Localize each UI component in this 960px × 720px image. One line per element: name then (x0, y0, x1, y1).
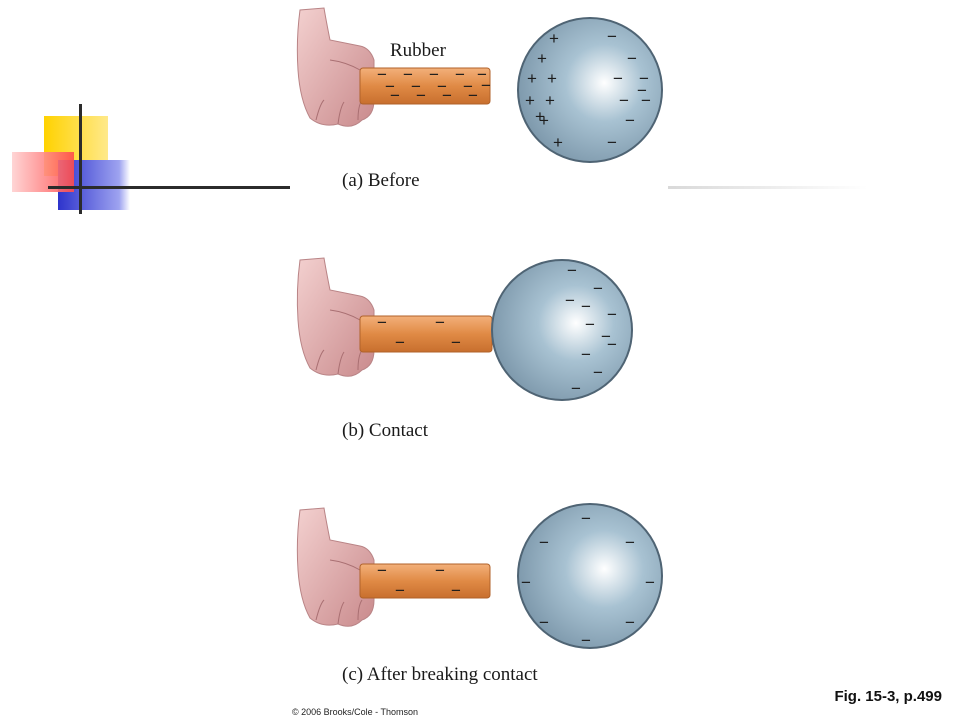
charge-symbol: + (547, 69, 557, 88)
charge-symbol: − (607, 27, 617, 46)
charge-symbol: − (641, 91, 651, 110)
charge-symbol: − (581, 345, 591, 364)
charge-symbol: − (581, 631, 591, 650)
charge-symbol: − (539, 613, 549, 632)
charge-symbol: − (377, 65, 387, 84)
charge-symbol: − (437, 77, 447, 96)
charge-symbol: − (390, 86, 400, 105)
charge-symbols: −−−−−−−−−−−− (377, 509, 655, 650)
caption-before: (a) Before (342, 170, 420, 191)
charge-symbol: − (567, 261, 577, 280)
charge-symbol: − (637, 81, 647, 100)
charge-symbol: − (625, 111, 635, 130)
caption-contact: (b) Contact (342, 420, 429, 441)
charge-symbol: − (435, 561, 445, 580)
rubber-rod (359, 563, 491, 599)
charge-symbol: − (477, 65, 487, 84)
metal-sphere (491, 259, 633, 401)
panel-contact: −−−−−−−−−−−−−−− (b) Contact (290, 250, 690, 450)
hand-illustration (296, 507, 375, 627)
rubber-rod (359, 67, 491, 105)
charge-symbol: − (395, 333, 405, 352)
panel-before-graphic: −−−−−−−−−−−−−−+++++++++−−−−−−−−− (296, 7, 663, 163)
charge-symbol: − (585, 315, 595, 334)
charge-symbol: − (645, 573, 655, 592)
charge-symbol: − (403, 65, 413, 84)
panel-before: −−−−−−−−−−−−−−+++++++++−−−−−−−−− Rubber … (290, 0, 690, 200)
figure-reference: Fig. 15-3, p.499 (834, 688, 942, 705)
charge-symbol: − (429, 65, 439, 84)
charge-symbol: − (416, 86, 426, 105)
rod-label: Rubber (390, 40, 446, 61)
charge-symbol: − (451, 333, 461, 352)
charge-symbol: − (627, 49, 637, 68)
charge-symbol: − (377, 313, 387, 332)
charge-symbol: + (527, 69, 537, 88)
charge-symbol: + (545, 91, 555, 110)
charge-symbol: − (442, 86, 452, 105)
charge-symbol: + (549, 29, 559, 48)
panel-after-graphic: −−−−−−−−−−−− (296, 503, 663, 650)
charge-symbol: − (565, 291, 575, 310)
charge-symbol: − (639, 69, 649, 88)
charge-symbol: + (525, 91, 535, 110)
charge-symbol: + (537, 49, 547, 68)
charge-symbol: − (601, 327, 611, 346)
accent-vertical-line (79, 104, 82, 214)
charge-symbol: − (411, 77, 421, 96)
hand-illustration (296, 257, 375, 377)
charge-symbol: − (463, 77, 473, 96)
copyright-notice: © 2006 Brooks/Cole - Thomson (292, 707, 419, 717)
charge-symbols: −−−−−−−−−−−−−−− (377, 261, 617, 398)
hand-illustration (296, 7, 375, 127)
metal-sphere (517, 503, 663, 649)
charge-symbol: − (619, 91, 629, 110)
charge-symbol: + (535, 107, 545, 126)
panel-after: −−−−−−−−−−−− (c) After breaking contact (290, 500, 690, 700)
charge-symbol: − (435, 313, 445, 332)
charge-symbol: − (455, 65, 465, 84)
charge-symbol: − (571, 379, 581, 398)
charge-symbol: − (581, 297, 591, 316)
charge-symbol: − (607, 305, 617, 324)
charge-symbol: − (451, 581, 461, 600)
charge-symbol: − (613, 69, 623, 88)
charge-symbol: + (553, 133, 563, 152)
accent-red-square (12, 152, 74, 192)
charge-symbol: − (539, 533, 549, 552)
charge-symbol: − (593, 279, 603, 298)
charge-symbol: + (539, 111, 549, 130)
metal-sphere (517, 17, 663, 163)
accent-horizontal-line (48, 186, 290, 189)
panel-contact-graphic: −−−−−−−−−−−−−−− (296, 257, 633, 401)
charge-symbols: −−−−−−−−−−−−−−+++++++++−−−−−−−−− (377, 27, 651, 152)
charge-symbol: − (607, 133, 617, 152)
charge-symbol: − (395, 581, 405, 600)
charge-symbol: − (581, 509, 591, 528)
charge-symbol: − (468, 86, 478, 105)
charge-symbol: − (593, 363, 603, 382)
charge-symbol: − (481, 76, 491, 95)
charge-symbol: − (625, 613, 635, 632)
charge-symbol: − (607, 335, 617, 354)
charge-symbol: − (377, 561, 387, 580)
accent-fade-line (668, 186, 868, 189)
charge-symbol: − (385, 77, 395, 96)
charge-symbol: − (625, 533, 635, 552)
caption-after: (c) After breaking contact (342, 664, 538, 685)
charge-symbol: − (521, 573, 531, 592)
